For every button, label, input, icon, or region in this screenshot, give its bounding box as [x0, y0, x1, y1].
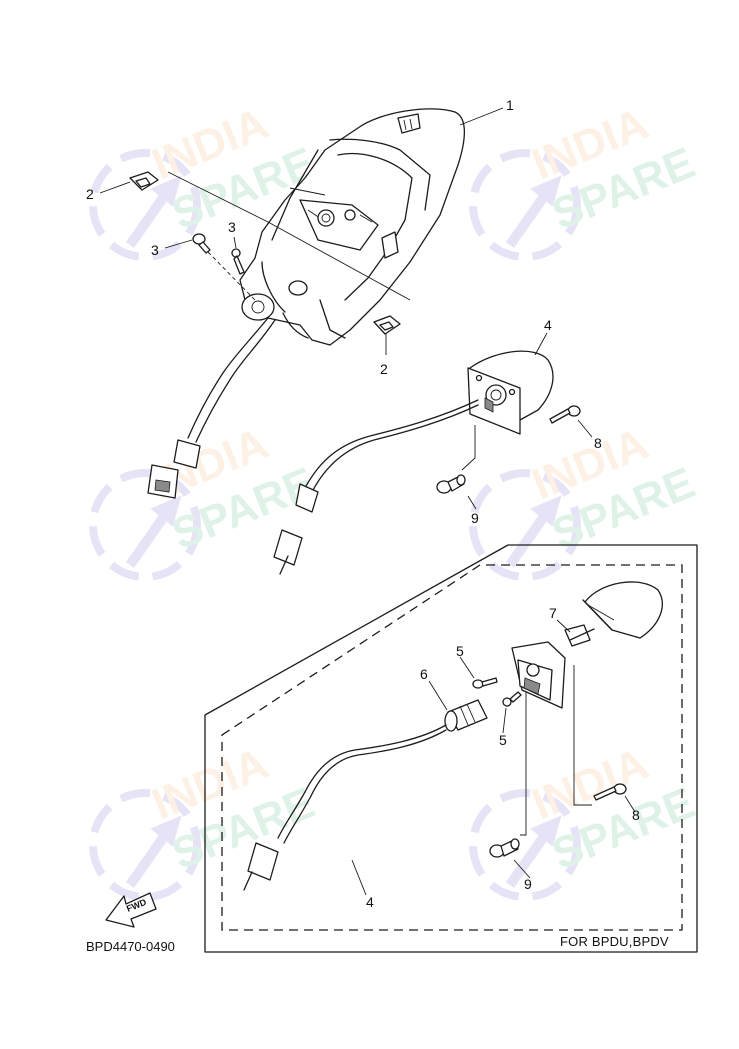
callout-8-lower: 8	[632, 807, 640, 823]
callout-1: 1	[506, 97, 514, 113]
screw-lower-right	[573, 665, 627, 806]
callout-9-lower: 9	[524, 876, 532, 892]
watermark-bottom-right: INDIA SPARE	[469, 739, 701, 901]
screw-lower-a	[472, 677, 498, 689]
watermark-top-right: INDIA SPARE	[469, 99, 701, 261]
callout-4-lower: 4	[366, 894, 374, 910]
screw-right	[231, 248, 245, 275]
grommet-upper	[436, 425, 476, 494]
clip-nut-lower	[373, 315, 401, 335]
callout-5-upper: 5	[456, 643, 464, 659]
screw-upper-assy	[549, 405, 581, 424]
callout-7: 7	[549, 605, 557, 621]
variant-label: FOR BPDU,BPDV	[560, 934, 669, 949]
callout-6: 6	[420, 666, 428, 682]
watermark-mid-right: INDIA SPARE	[469, 419, 701, 581]
grommet-lower	[489, 692, 527, 858]
callout-2-upper: 2	[86, 186, 94, 202]
screw-left	[192, 233, 256, 301]
callout-4-upper: 4	[544, 317, 552, 333]
drawing-code: BPD4470-0490	[86, 939, 175, 954]
license-light-lens	[582, 581, 663, 639]
rear-fender-bracket	[167, 108, 466, 346]
leader-lines	[99, 107, 636, 896]
detail-dashed-frame	[221, 564, 683, 931]
watermark-bottom-left: INDIA SPARE	[89, 739, 321, 901]
clip-nut-upper	[129, 171, 159, 191]
screw-lower-b	[502, 691, 522, 707]
callout-3-left: 3	[151, 242, 159, 258]
lamp-housing-base	[511, 641, 566, 709]
callout-3-right: 3	[228, 219, 236, 235]
socket-assembly	[243, 699, 488, 891]
callout-8-upper: 8	[594, 435, 602, 451]
license-light-assembly	[273, 350, 554, 575]
detail-solid-frame	[204, 544, 698, 953]
callout-5-lower: 5	[499, 732, 507, 748]
callout-9-upper: 9	[471, 510, 479, 526]
bracket-wire-harness	[147, 317, 276, 499]
bulb	[564, 624, 595, 647]
callout-2-lower: 2	[380, 361, 388, 377]
